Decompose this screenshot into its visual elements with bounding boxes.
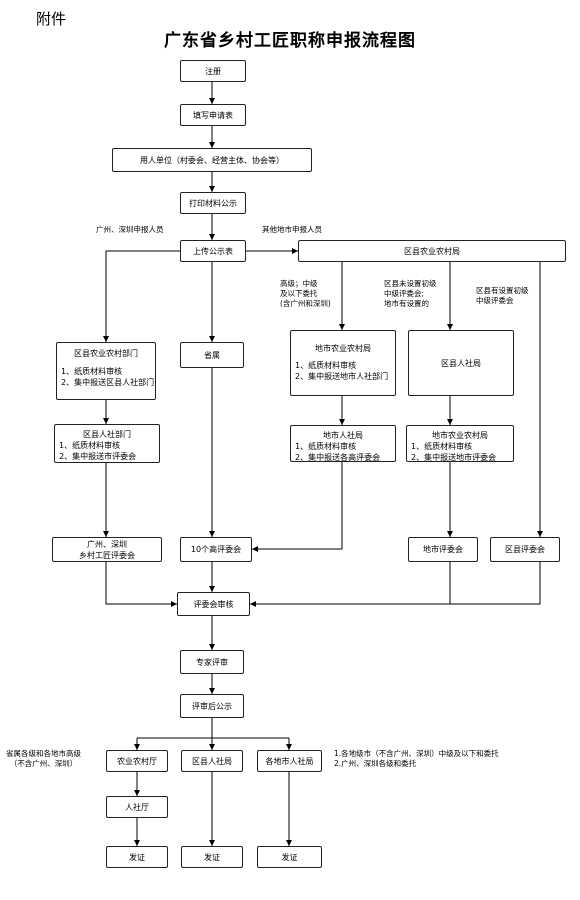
left-note: 省属各级和各地市高级 （不含广州、深圳） <box>6 749 81 769</box>
city-hr-bureau-title: 地市人社局 <box>323 431 363 440</box>
county-agri-dept-line-2: 2、集中报送区县人社部门 <box>61 378 155 387</box>
branch3-line-2: 中级评委会 <box>476 296 514 305</box>
left-note-line-1: 省属各级和各地市高级 <box>6 749 81 758</box>
cert-box-1: 发证 <box>106 846 168 868</box>
county-hr-dept-title: 区县人社部门 <box>83 430 131 439</box>
county-agri-bureau-box: 区县农业农村局 <box>298 240 566 262</box>
annex-label: 附件 <box>36 10 67 28</box>
left-note-line-2: （不含广州、深圳） <box>9 759 78 768</box>
city-agri-bureau-b-title: 地市农业农村局 <box>432 431 488 440</box>
branch2-line-1: 区县未设置初级 <box>384 279 437 288</box>
register-box: 注册 <box>180 60 246 82</box>
provincial-box: 省属 <box>180 342 244 368</box>
branch2-label: 区县未设置初级 中级评委会; 地市有设置的 <box>384 279 437 309</box>
ten-committees-box: 10个高评委会 <box>180 537 252 562</box>
city-agri-bureau-a-line-1: 1、纸质材料审核 <box>295 361 357 370</box>
right-note-line-2: 2.广州、深圳各级和委托 <box>334 759 417 768</box>
county-hr-bottom-box: 区县人社局 <box>181 750 243 772</box>
hr-dept-prov-box: 人社厅 <box>106 796 168 818</box>
city-hr-bureau-line-2: 2、集中报送各高评委会 <box>295 453 381 462</box>
page-title: 广东省乡村工匠职称申报流程图 <box>164 31 416 51</box>
county-hr-dept-line-2: 2、集中报送市评委会 <box>59 452 137 461</box>
branch1-line-2: 及以下委托 <box>280 289 318 298</box>
branch3-line-1: 区县有设置初级 <box>476 286 529 295</box>
branch2-line-3: 地市有设置的 <box>384 299 429 308</box>
branch3-label: 区县有设置初级 中级评委会 <box>476 286 529 306</box>
city-agri-bureau-a-title: 地市农业农村局 <box>315 344 371 353</box>
line-merge-right <box>250 562 541 607</box>
post-review-box: 评审后公示 <box>180 694 244 718</box>
right-note-line-1: 1.各地级市（不含广州、深圳）中级及以下和委托 <box>334 749 499 758</box>
gz-sz-committee-line-1: 广州、深圳 <box>87 540 127 549</box>
county-hr-dept-box: 区县人社部门 1、纸质材料审核 2、集中报送市评委会 <box>54 424 160 463</box>
county-hr-dept-line-1: 1、纸质材料审核 <box>59 441 121 450</box>
city-agri-bureau-b-line-1: 1、纸质材料审核 <box>411 442 473 451</box>
branch1-line-1: 高级；中级 <box>280 279 318 288</box>
other-city-applicants-label: 其他地市申报人员 <box>262 225 322 234</box>
county-agri-dept-box: 区县农业农村部门 1、纸质材料审核 2、集中报送区县人社部门 <box>56 342 156 400</box>
city-agri-bureau-a-box: 地市农业农村局 1、纸质材料审核 2、集中报送地市人社部门 <box>290 330 396 396</box>
upload-box: 上传公示表 <box>180 240 246 262</box>
county-agri-dept-line-1: 1、纸质材料审核 <box>61 367 123 376</box>
arrow-cityhr-ten <box>252 462 343 552</box>
county-committee-box: 区县评委会 <box>490 537 560 562</box>
committee-review-box: 评委会审核 <box>177 592 250 616</box>
city-agri-bureau-b-box: 地市农业农村局 1、纸质材料审核 2、集中报送地市评委会 <box>406 425 514 462</box>
expert-review-box: 专家评审 <box>180 650 244 674</box>
city-hr-bureau-line-1: 1、纸质材料审核 <box>295 442 357 451</box>
fill-form-box: 填写申请表 <box>180 104 246 126</box>
cert-box-3: 发证 <box>257 846 322 868</box>
right-note: 1.各地级市（不含广州、深圳）中级及以下和委托 2.广州、深圳各级和委托 <box>334 749 499 769</box>
branch1-label: 高级；中级 及以下委托 (含广州和深圳) <box>280 279 331 309</box>
cert-box-2: 发证 <box>181 846 243 868</box>
branch2-line-2: 中级评委会; <box>384 289 425 298</box>
city-hr-bureau-box: 地市人社局 1、纸质材料审核 2、集中报送各高评委会 <box>290 425 396 462</box>
branch1-line-3: (含广州和深圳) <box>280 299 331 308</box>
gz-sz-committee-box: 广州、深圳 乡村工匠评委会 <box>52 537 162 562</box>
city-hr-bottom-box: 各地市人社局 <box>257 750 322 772</box>
employer-box: 用人单位（村委会、经营主体、协会等） <box>112 148 312 172</box>
county-hr-bureau-mid-box: 区县人社局 <box>408 330 514 396</box>
gz-sz-committee-line-2: 乡村工匠评委会 <box>79 551 135 560</box>
city-agri-bureau-a-line-2: 2、集中报送地市人社部门 <box>295 372 389 381</box>
gz-sz-applicants-label: 广州、深圳申报人员 <box>96 225 164 234</box>
print-box: 打印材料公示 <box>180 192 246 214</box>
county-agri-dept-title: 区县农业农村部门 <box>74 349 138 358</box>
line-merge-left <box>105 562 177 607</box>
agri-dept-prov-box: 农业农村厅 <box>106 750 168 772</box>
city-committee-box: 地市评委会 <box>408 537 478 562</box>
city-agri-bureau-b-line-2: 2、集中报送地市评委会 <box>411 453 497 462</box>
line-upload-left <box>103 250 180 342</box>
